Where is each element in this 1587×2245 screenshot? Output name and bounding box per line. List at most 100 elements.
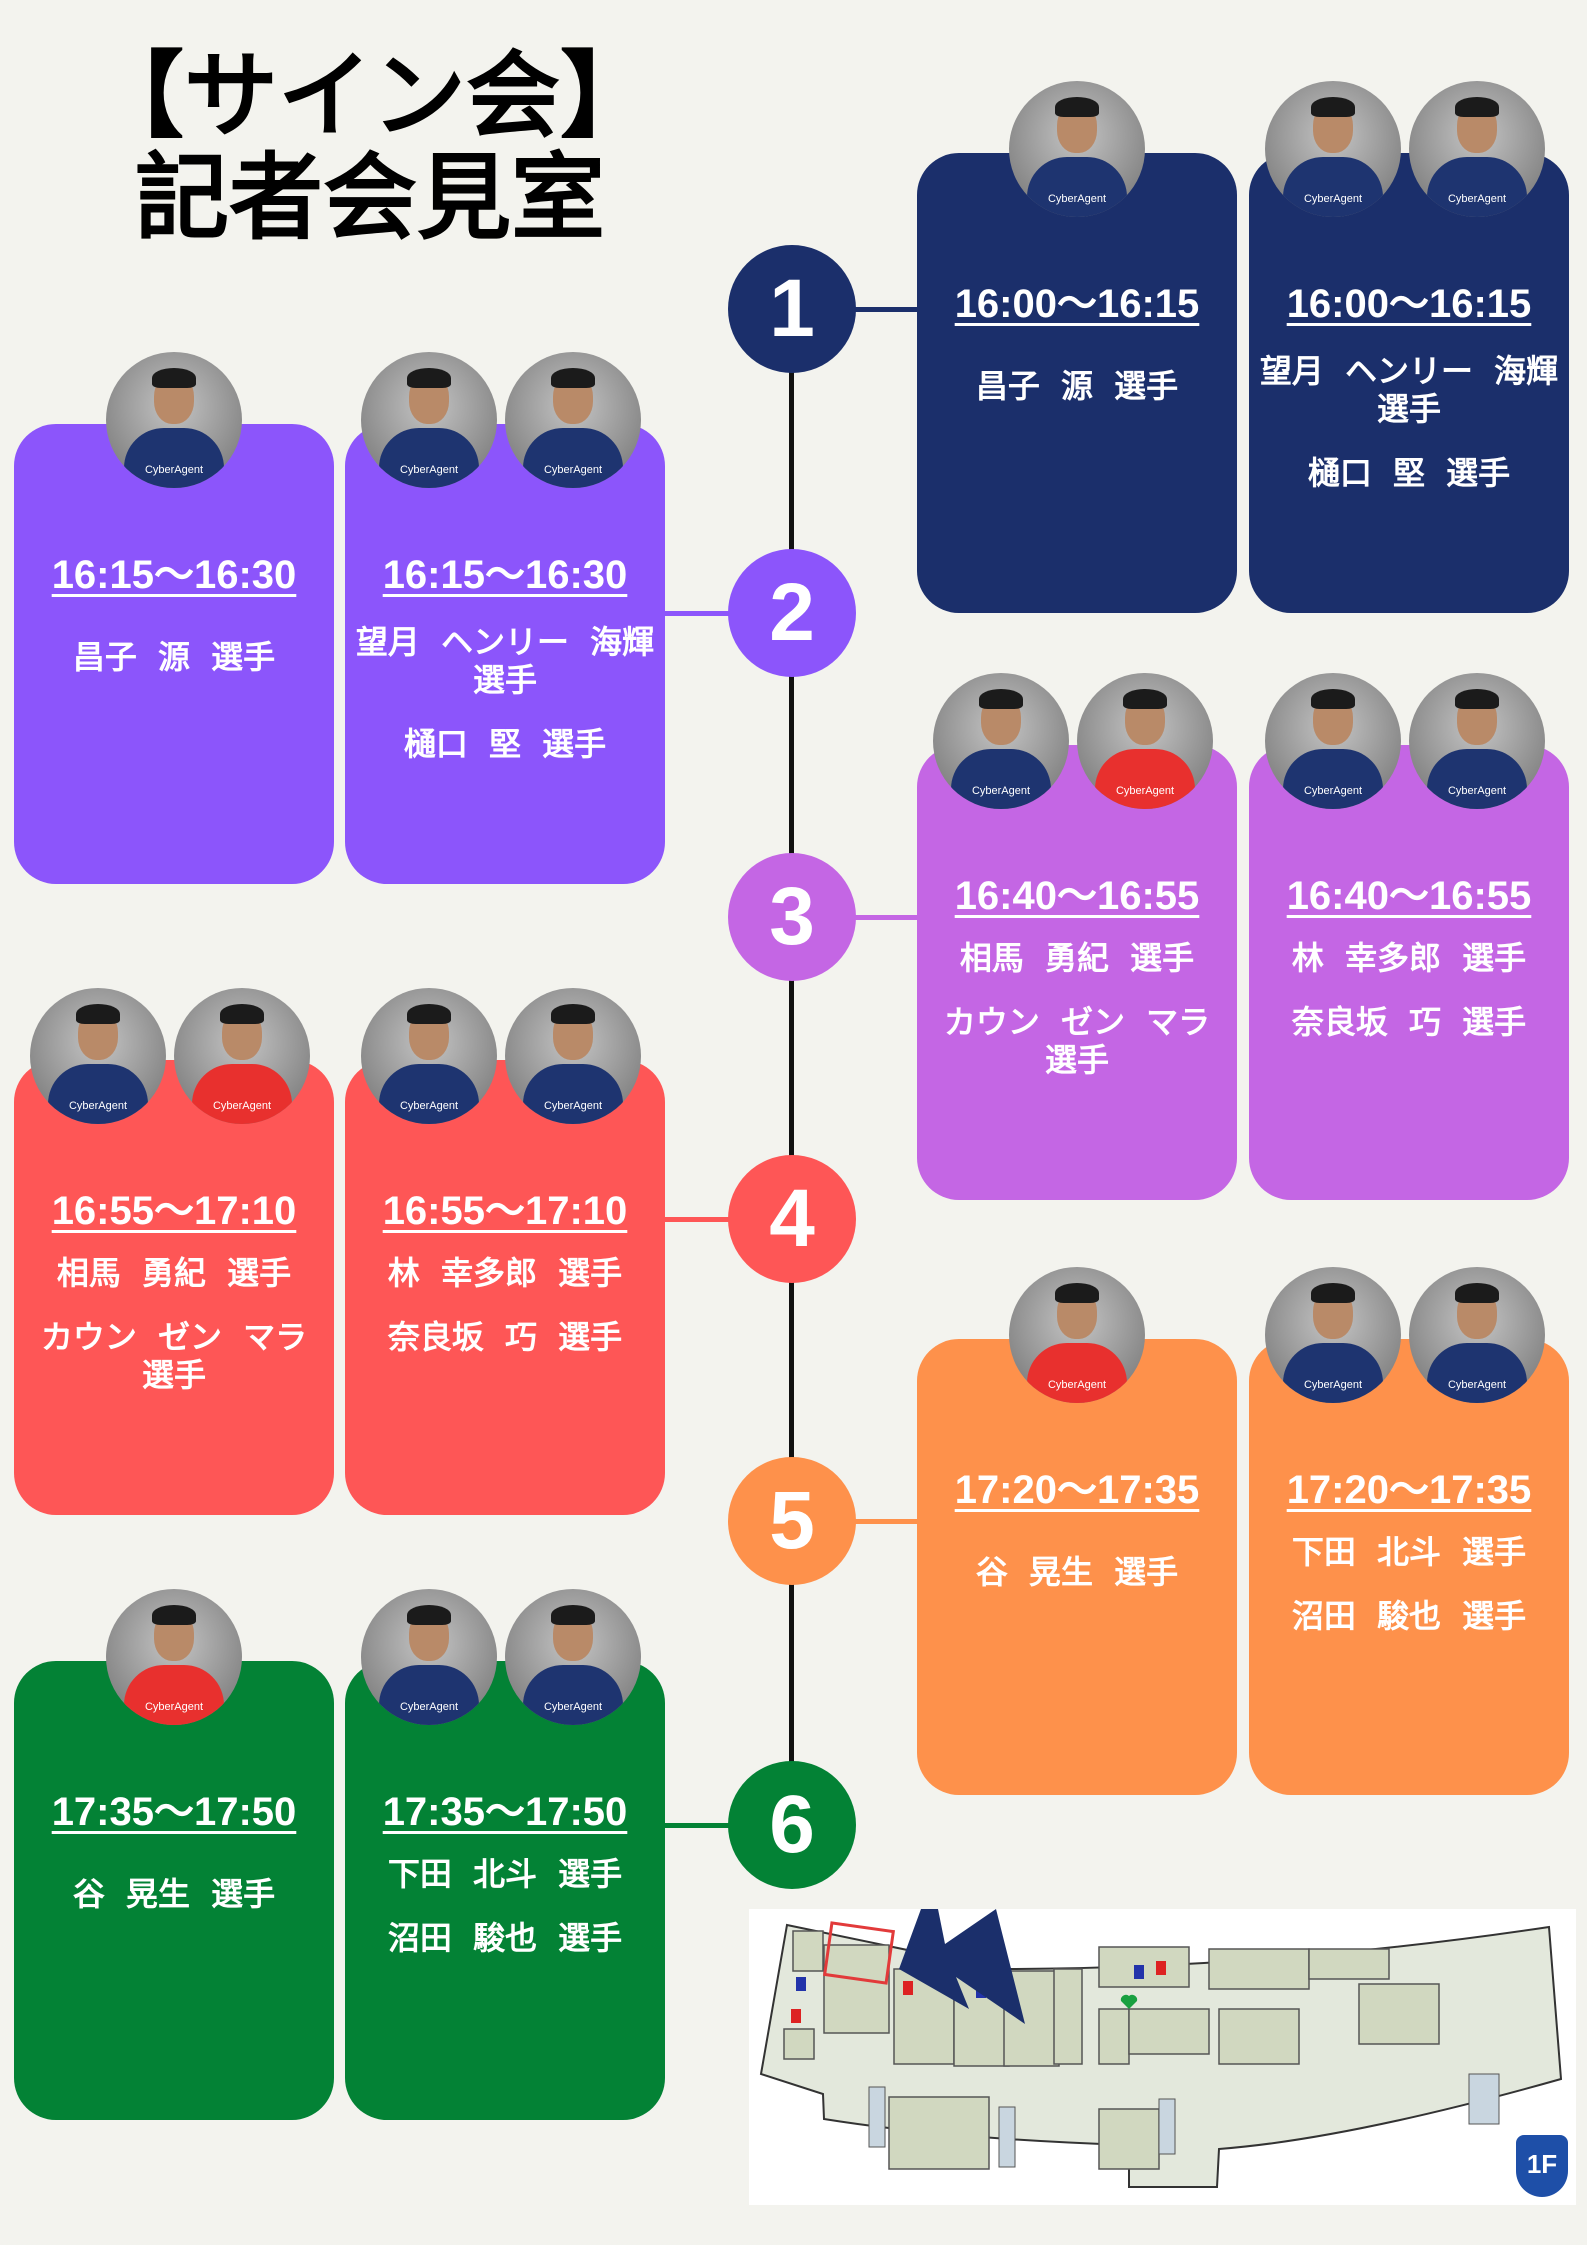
floor-map: 1F: [749, 1879, 1576, 2205]
jersey-sponsor-logo: CyberAgent: [144, 464, 204, 476]
player-name: 樋口 堅 選手: [403, 724, 607, 763]
player-names: 林 幸多郎 選手奈良坂 巧 選手: [350, 1254, 660, 1383]
player-photo: CyberAgent: [505, 352, 641, 488]
player-hair: [407, 1004, 451, 1024]
player-name: 谷 晃生 選手: [72, 1875, 276, 1913]
jersey: [379, 1665, 479, 1725]
player-names: 望月 ヘンリー 海輝 選手樋口 堅 選手: [1254, 352, 1564, 518]
schedule-card: CyberAgent 17:35〜17:50 谷 晃生 選手: [14, 1589, 334, 2120]
player-photo: CyberAgent: [1409, 673, 1545, 809]
session-number-badge: 3: [728, 853, 856, 981]
jersey-sponsor-logo: CyberAgent: [212, 1100, 272, 1112]
jersey: [1427, 157, 1527, 217]
player-names: 下田 北斗 選手沼田 駿也 選手: [350, 1855, 660, 1984]
player-name: 相馬 勇紀 選手: [959, 939, 1195, 977]
player-photo: CyberAgent: [505, 1589, 641, 1725]
jersey-sponsor-logo: CyberAgent: [144, 1701, 204, 1713]
jersey-sponsor-logo: CyberAgent: [1047, 1379, 1107, 1391]
time-slot: 17:20〜17:35: [954, 1468, 1200, 1512]
player-hair: [1055, 1283, 1099, 1303]
player-photo: CyberAgent: [1265, 673, 1401, 809]
time-slot: 17:35〜17:50: [51, 1790, 297, 1834]
jersey: [1027, 1343, 1127, 1403]
jersey-sponsor-logo: CyberAgent: [543, 464, 603, 476]
jersey-sponsor-logo: CyberAgent: [68, 1100, 128, 1112]
player-name: 林 幸多郎 選手: [1291, 939, 1527, 977]
time-slot: 16:55〜17:10: [51, 1189, 297, 1233]
player-photo: CyberAgent: [106, 1589, 242, 1725]
jersey: [1283, 157, 1383, 217]
player-hair: [551, 368, 595, 388]
jersey: [379, 428, 479, 488]
jersey: [124, 1665, 224, 1725]
page-title-line2: 記者会見室: [134, 144, 605, 253]
jersey-sponsor-logo: CyberAgent: [399, 1100, 459, 1112]
player-hair: [1123, 689, 1167, 709]
jersey: [1283, 1343, 1383, 1403]
player-photo: CyberAgent: [505, 988, 641, 1124]
time-slot: 16:15〜16:30: [382, 553, 628, 597]
player-names: 相馬 勇紀 選手カウン ゼン マラ 選手: [922, 939, 1232, 1105]
player-photo: CyberAgent: [1265, 1267, 1401, 1403]
player-names: 林 幸多郎 選手奈良坂 巧 選手: [1254, 939, 1564, 1068]
session-number-badge: 1: [728, 245, 856, 373]
player-hair: [1455, 97, 1499, 117]
jersey-sponsor-logo: CyberAgent: [1047, 193, 1107, 205]
player-name: 昌子 源 選手: [975, 367, 1179, 405]
jersey-sponsor-logo: CyberAgent: [1303, 785, 1363, 797]
player-name: 望月 ヘンリー 海輝 選手: [355, 623, 655, 699]
player-photo: CyberAgent: [1009, 81, 1145, 217]
player-names: 相馬 勇紀 選手カウン ゼン マラ 選手: [19, 1254, 329, 1420]
floor-map-drawing: [759, 1879, 1563, 2188]
player-names: 望月 ヘンリー 海輝 選手樋口 堅 選手: [350, 623, 660, 789]
player-hair: [979, 689, 1023, 709]
jersey-sponsor-logo: CyberAgent: [971, 785, 1031, 797]
jersey-sponsor-logo: CyberAgent: [1303, 193, 1363, 205]
jersey: [523, 1665, 623, 1725]
jersey: [951, 749, 1051, 809]
jersey: [523, 428, 623, 488]
time-slot: 16:00〜16:15: [1286, 282, 1532, 326]
jersey: [192, 1064, 292, 1124]
jersey: [1283, 749, 1383, 809]
player-names: 昌子 源 選手: [922, 367, 1232, 432]
player-name: 下田 北斗 選手: [387, 1855, 623, 1893]
player-hair: [1455, 689, 1499, 709]
player-names: 谷 晃生 選手: [19, 1875, 329, 1940]
jersey-sponsor-logo: CyberAgent: [1447, 1379, 1507, 1391]
jersey: [1427, 749, 1527, 809]
player-hair: [1311, 1283, 1355, 1303]
page-title-line1: 【サイン会】: [90, 42, 655, 151]
player-photo: CyberAgent: [1077, 673, 1213, 809]
player-hair: [76, 1004, 120, 1024]
player-photo: CyberAgent: [933, 673, 1069, 809]
jersey-sponsor-logo: CyberAgent: [543, 1100, 603, 1112]
session-number-badge: 2: [728, 549, 856, 677]
jersey: [1427, 1343, 1527, 1403]
player-photo: CyberAgent: [1409, 1267, 1545, 1403]
player-photo: CyberAgent: [106, 352, 242, 488]
jersey: [379, 1064, 479, 1124]
player-hair: [407, 1605, 451, 1625]
player-name: 沼田 駿也 選手: [387, 1918, 623, 1957]
player-photo: CyberAgent: [1265, 81, 1401, 217]
time-slot: 16:15〜16:30: [51, 553, 297, 597]
player-photo: CyberAgent: [1409, 81, 1545, 217]
session-number-badge: 5: [728, 1457, 856, 1585]
jersey-sponsor-logo: CyberAgent: [1447, 193, 1507, 205]
player-name: 樋口 堅 選手: [1307, 453, 1511, 492]
timeline-line: [789, 308, 794, 1826]
player-hair: [407, 368, 451, 388]
jersey-sponsor-logo: CyberAgent: [1115, 785, 1175, 797]
floor-badge-logo: 1F: [1516, 2135, 1568, 2197]
schedule-card: CyberAgent CyberAgent 16:55〜17:10 相馬 勇紀 選手カ…: [14, 988, 334, 1515]
jersey: [48, 1064, 148, 1124]
player-hair: [1311, 97, 1355, 117]
